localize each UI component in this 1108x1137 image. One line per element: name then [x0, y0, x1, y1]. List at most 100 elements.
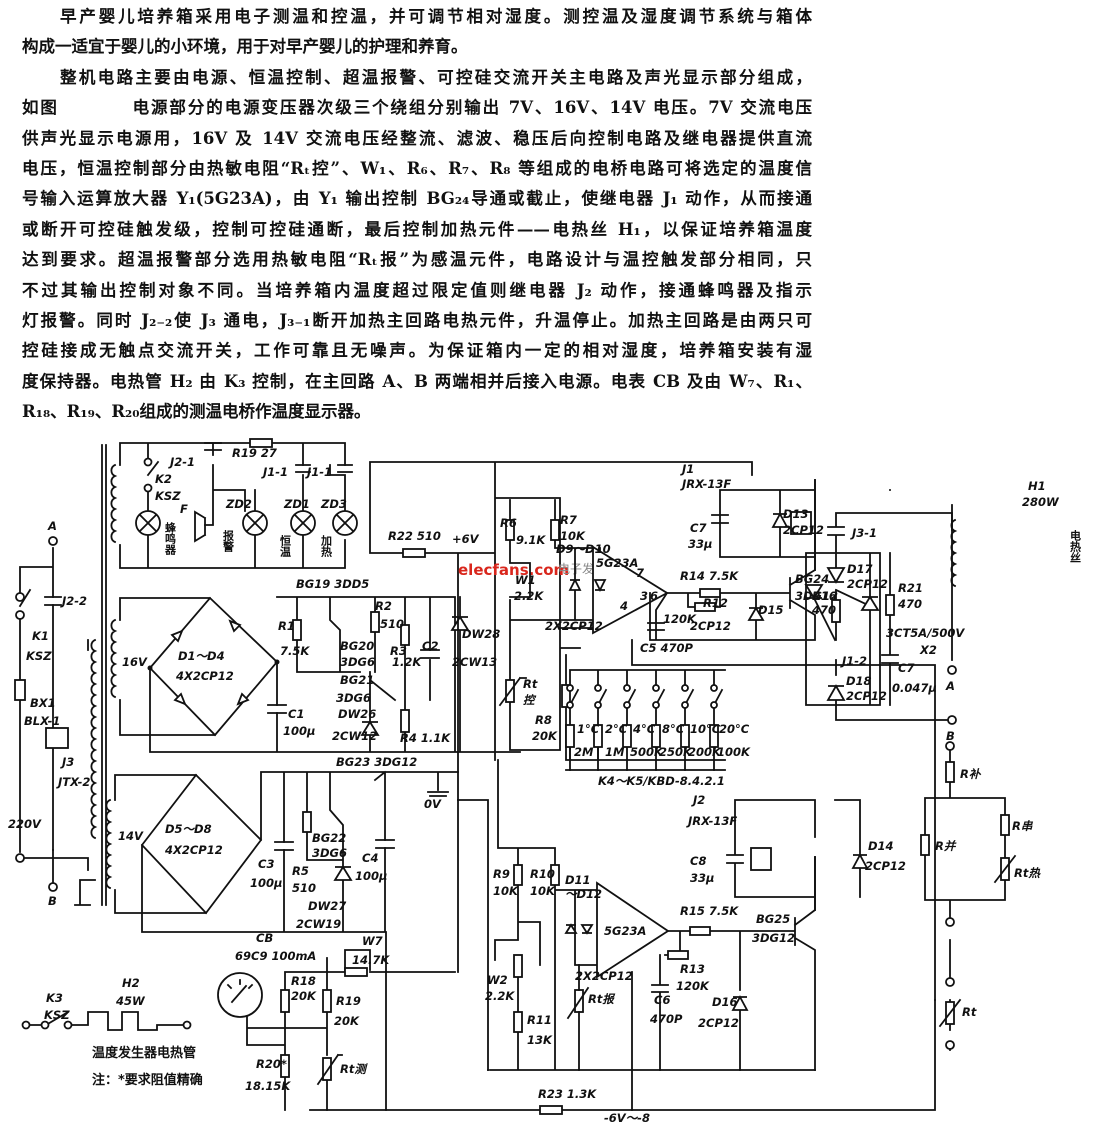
label-r20: R20* [256, 1057, 287, 1071]
label-j2-1: J2-1 [168, 455, 195, 469]
label-rt: Rt [962, 1005, 977, 1019]
label-a-right: A [945, 679, 955, 693]
label-switch-8c: 8°C [662, 722, 685, 736]
pin-label: 4 [619, 599, 628, 613]
watermark-brand: elecfans.com [458, 561, 569, 579]
label-c7b: C7 [898, 661, 914, 675]
label-d18: D18 [846, 674, 872, 688]
label-precision-note: 注：*要求阻值精确 [92, 1072, 203, 1088]
label-c3: C3 [258, 857, 274, 871]
label-2cw12: 2CW12 [332, 729, 377, 743]
label-d17: D17 [847, 562, 873, 576]
transformer-primary [90, 638, 98, 840]
article-text: 早产婴儿培养箱采用电子测温和控温，并可调节相对湿度。测控温及湿度调节系统与箱体 … [22, 2, 812, 427]
label-bg21: BG21 [340, 673, 374, 687]
text-line: R₁₈、R₁₉、R₂₀组成的测温电桥作温度显示器。 [22, 402, 371, 422]
zener-dw28 [450, 615, 470, 631]
label-c8: C8 [690, 854, 706, 868]
label-heating-wire: 电热丝 [1069, 529, 1082, 563]
label-r16: R16 [812, 589, 837, 603]
pin-label: 7 [636, 566, 644, 580]
label-constant-temp: 恒温 [279, 534, 292, 558]
label-c7-value: 33μ [688, 537, 712, 551]
resistor-r23 [539, 1105, 563, 1115]
zener-dw27 [333, 865, 353, 881]
label-r2: R2 [375, 599, 392, 613]
transformer-core [101, 444, 107, 906]
text-line: 早产婴儿培养箱采用电子测温和控温，并可调节相对湿度。测控温及湿度调节系统与箱体 [60, 7, 812, 26]
label-5g23a: 5G23A [604, 924, 646, 938]
text-line: 如图 电源部分的电源变压器次级三个绕组分别输出 7V、16V、14V 电压。7V… [22, 98, 812, 118]
label-dw28: DW28 [462, 627, 500, 641]
thyristor-icon [860, 595, 880, 611]
label-r9: R9 [493, 867, 510, 881]
temp-control [498, 479, 936, 1001]
label-bx1: BX1 [30, 696, 56, 710]
label-r15: R15 7.5K [680, 904, 739, 918]
label-r4: R4 1.1K [400, 731, 451, 745]
label-3dg12: 3DG12 [752, 931, 795, 945]
label-r7-value: 10K [560, 529, 586, 543]
thyristor-icon [804, 584, 824, 600]
label-switch-4c: 4°C [632, 722, 656, 736]
label-blx1: BLX-1 [24, 714, 60, 728]
label-zd3: ZD3 [320, 497, 347, 511]
label-r3-value: 1.2K [392, 655, 422, 669]
label-500k: 500K [630, 745, 664, 759]
label-1m: 1M [605, 745, 625, 759]
label-rt-control-suffix: 控 [523, 693, 537, 707]
label-bg25: BG25 [756, 912, 790, 926]
label-j2: J2 [691, 793, 705, 807]
fuse-bx1 [14, 679, 26, 701]
label-cb: CB [256, 931, 273, 945]
label-r7: R7 [560, 513, 577, 527]
diode-d17 [826, 567, 846, 584]
text-line: 或断开可控硅触发级，控制可控硅通断，最后控制加热元件——电热丝 H₁，以保证培养… [22, 219, 812, 239]
label-c2: C2 [422, 639, 438, 653]
label-bg22: BG22 [312, 831, 346, 845]
label-w1: W1 [515, 573, 536, 587]
label-c6-value: 470P [649, 1012, 683, 1026]
label-j1: J1 [680, 462, 694, 476]
diode-d14 [851, 853, 869, 869]
label-470: 470 [811, 603, 836, 617]
text-line: 度保持器。电热管 H₂ 由 K₃ 控制，在主回路 A、B 两端相并后接入电源。电… [22, 371, 812, 391]
label-zd2: ZD2 [225, 497, 252, 511]
label-45w: 45W [115, 994, 146, 1008]
label-k1: K1 [32, 629, 49, 643]
mains-input [14, 444, 107, 906]
label-c1-value: 100μ [283, 724, 315, 738]
label-r21: R21 [898, 581, 923, 595]
label-jrx13f: JRX-13F [680, 477, 731, 491]
label-r8-value: 20K [532, 729, 558, 743]
potentiometer-w7 [344, 967, 368, 977]
label-100k: 100K [717, 745, 751, 759]
label-0v: 0V [424, 797, 442, 811]
pin-label: 6 [650, 589, 658, 603]
label-r10: R10 [530, 867, 555, 881]
label-0047u: 0.047μ [892, 681, 937, 695]
text-line: 不过其输出控制对象不同。当培养箱内温度超过限定值则继电器 J₂ 动作，接通蜂鸣器… [22, 280, 812, 300]
scr-heater-switch [804, 504, 958, 725]
label-r19: R19 27 [232, 446, 277, 460]
label-neg-6v: -6V～-8 [604, 1111, 650, 1125]
lamp-icon [135, 510, 161, 536]
label-c7: C7 [690, 521, 706, 535]
text-line: 构成一适宜于婴儿的小环境，用于对早产婴儿的护理和养育。 [22, 37, 468, 57]
label-2cp12: 2CP12 [865, 859, 906, 873]
humidifier-heater [21, 1010, 192, 1031]
label-buzzer: 蜂鸣器 [164, 521, 178, 556]
label-c4-value: 100μ [355, 869, 387, 883]
label-j1-2: J1-2 [840, 654, 867, 668]
label-c6: C6 [654, 993, 670, 1007]
label-250k: 250K [659, 745, 693, 759]
diode-d13 [771, 512, 789, 528]
label-x2: X2 [919, 643, 937, 657]
label-d5-d8: D5～D8 [165, 822, 212, 836]
resistor-r22 [402, 548, 426, 558]
k2-switch [146, 460, 160, 477]
terminal-b [48, 882, 58, 892]
label-2cw19: 2CW19 [296, 917, 341, 931]
lamp-icon [332, 510, 358, 536]
label-r6-value: 9.1K [516, 533, 546, 547]
